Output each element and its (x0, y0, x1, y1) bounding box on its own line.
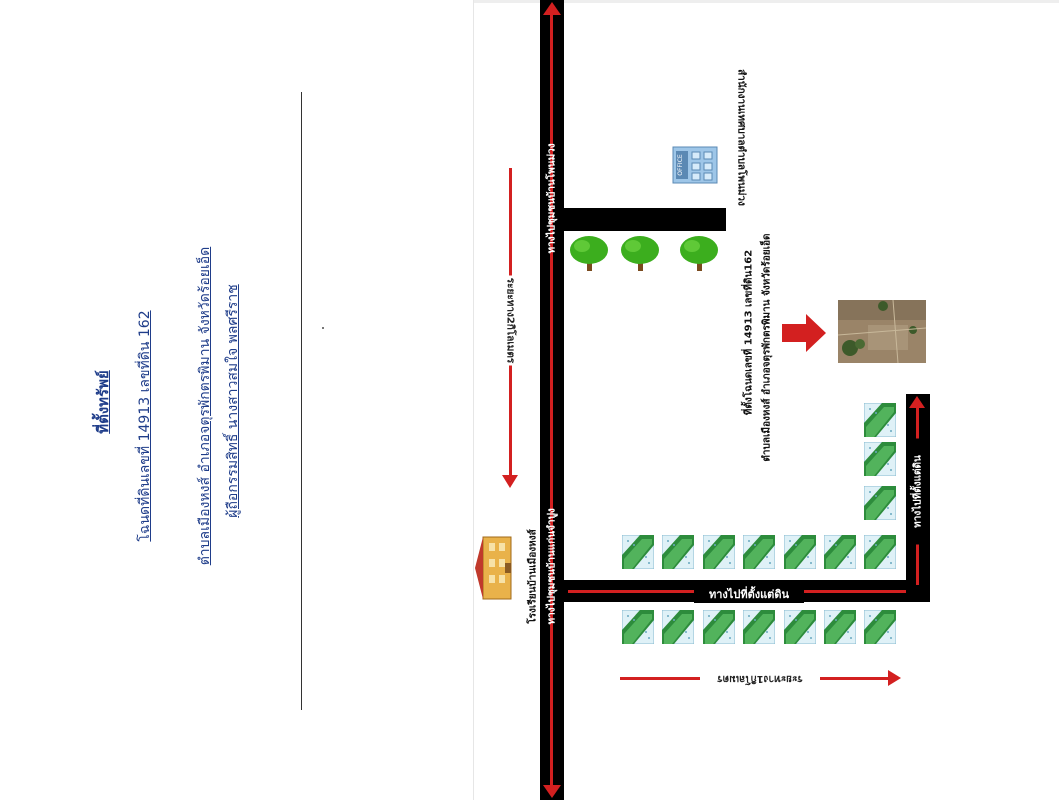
land-label-line2: ตำบลเมืองหงส์ อำเภอจตุรพักตรพิมาน จังหวั… (761, 233, 773, 462)
office-icon: OFFICE (672, 146, 718, 184)
rice-field-icon (863, 485, 897, 521)
school-icon (475, 533, 515, 603)
owner-line: ผู้ถือกรรมสิทธิ์ นางสาวสมใจ พลศรีราช (225, 284, 241, 518)
rice-field-icon (621, 609, 655, 645)
rice-field-icon (863, 609, 897, 645)
left-panel: ที่ตั้งทรัพย์ โฉนดที่ดินเลขที่ 14913 เลข… (0, 0, 474, 800)
rice-field-icon (863, 402, 897, 438)
deed-line: โฉนดที่ดินเลขที่ 14913 เลขที่ดิน 162 (137, 310, 153, 542)
distance-horizontal-arrow (888, 670, 901, 686)
rice-field-icon (742, 609, 776, 645)
main-road-arrow-up (543, 2, 561, 15)
side-road-label: ทางไปที่ตั้งแต่ดิน (910, 438, 926, 545)
land-pointer-arrow-icon (782, 314, 826, 352)
rice-field-icon (661, 609, 695, 645)
school-label: โรงเรียนบ้านเมืองหงส์ (527, 529, 539, 624)
dot-mark (322, 327, 324, 329)
panel-separator (473, 0, 474, 800)
office-label: สำนักงานเทศบาลตำบลโพนม่วง (735, 69, 747, 206)
page-title: ที่ตั้งทรัพย์ (94, 370, 112, 434)
land-label-line1: ที่ตั้งโฉนดเลขที่ 14913 เลขที่ดิน162 (743, 249, 755, 416)
tree-icon (619, 233, 661, 273)
main-road-top-label: ทางไปชุมชนบ้านโพนม่วง (546, 143, 558, 254)
rice-field-icon (823, 534, 857, 570)
distance-vertical-arrow (502, 475, 518, 488)
location-line: ตำบลเมืองหงส์ อำเภอจตุรพักตรพิมาน จังหวั… (197, 246, 213, 566)
main-road-arrow-down (543, 785, 561, 798)
rice-field-icon (783, 609, 817, 645)
map-top-border (474, 0, 1059, 3)
land-aerial-photo (837, 299, 927, 364)
branch-road-label: ทางไปที่ตั้งแต่ดิน (694, 585, 804, 603)
rice-field-icon (823, 609, 857, 645)
main-road-arrow-line (550, 12, 553, 788)
tree-icon (678, 233, 720, 273)
rice-field-icon (702, 534, 736, 570)
rice-field-icon (742, 534, 776, 570)
map-area: ทางไปชุมชนบ้านโพนม่วง ทางไปชุมชนบ้านแก่น… (474, 0, 1059, 800)
divider-line (301, 92, 302, 710)
rice-field-icon (863, 441, 897, 477)
side-road-arrow-up (909, 396, 925, 408)
rice-field-icon (783, 534, 817, 570)
distance-vertical-label: ระยะทาง2กิโลเมตร (502, 275, 518, 366)
rice-field-icon (702, 609, 736, 645)
main-road-bottom-label: ทางไปชุมชนบ้านแก่นจำปูง (546, 508, 558, 625)
rice-field-icon (661, 534, 695, 570)
distance-horizontal-label: ระยะทาง1กิโลเมตร (700, 671, 820, 686)
branch-road-upper (564, 208, 726, 231)
rice-field-icon (863, 534, 897, 570)
rice-field-icon (621, 534, 655, 570)
office-icon-text: OFFICE (677, 154, 684, 176)
tree-icon (568, 233, 610, 273)
